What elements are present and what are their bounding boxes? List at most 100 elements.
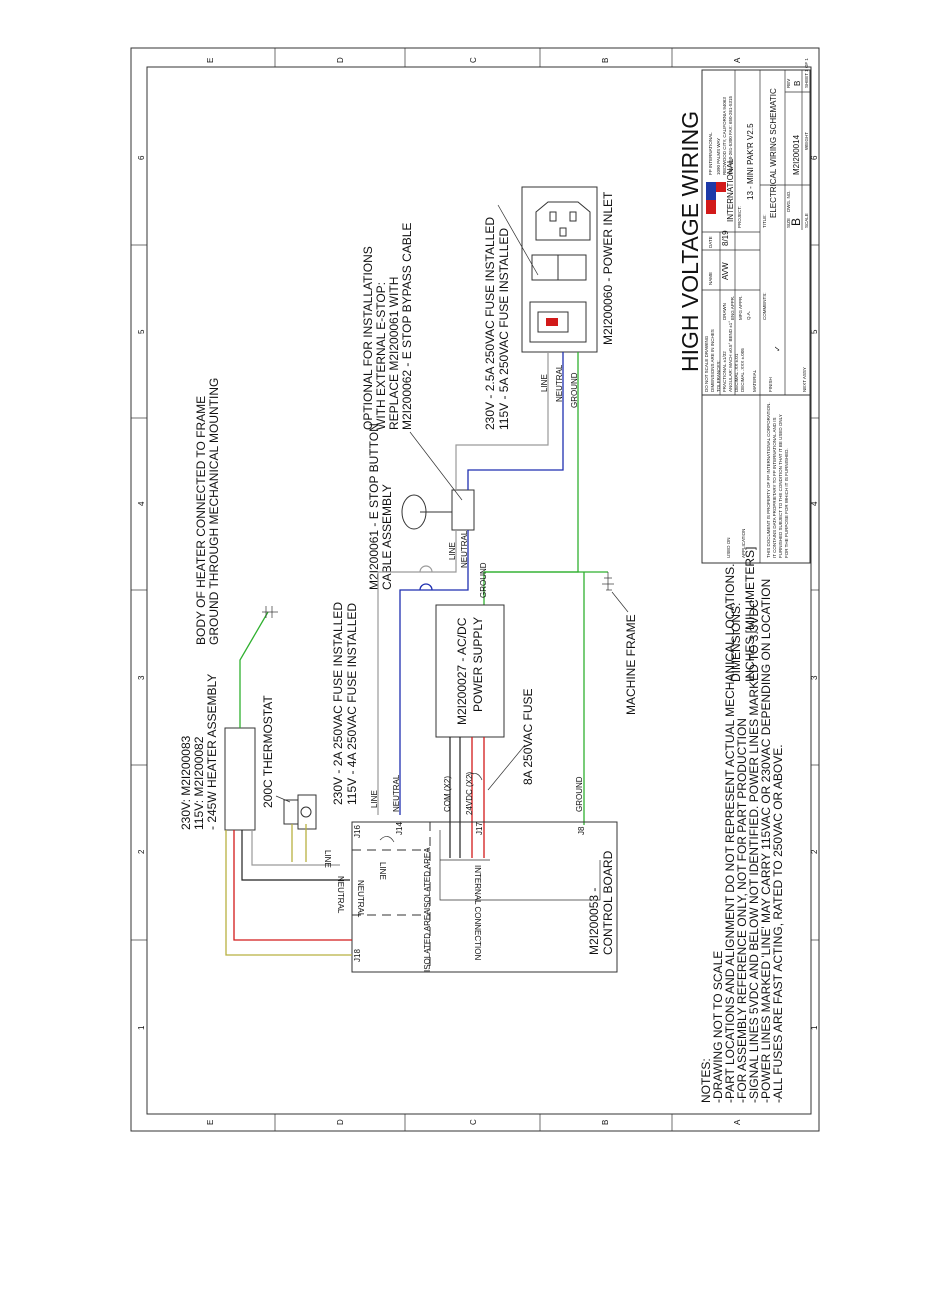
note-line: -SIGNAL LINES 5VDC AND BELOW NOT IDENTIF… (747, 599, 761, 1103)
isolated-area-label: ISOLATED AREA (423, 909, 432, 972)
connector-j16: J16 (353, 825, 362, 838)
wire-label-line: LINE (370, 790, 379, 808)
zone-number: 6 (137, 155, 146, 160)
drawn-name: AVW (721, 262, 730, 280)
note-line: -FOR ASSEMBLY REFERENCE ONLY, NOT FOR PA… (735, 718, 749, 1103)
note-line: -ALL FUSES ARE FAST ACTING, RATED TO 250… (771, 744, 785, 1103)
wire-label-ground: GROUND (479, 562, 488, 598)
name-header: NAME (708, 272, 713, 285)
wire-label-ground: GROUND (575, 776, 584, 812)
wire-crossover (419, 583, 433, 591)
zone-letter: C (469, 1119, 478, 1125)
zone-number: 2 (137, 849, 146, 854)
zone-letter: E (206, 1120, 215, 1125)
wire-label-24v: 24VDC (X2) (465, 772, 474, 815)
board-fuse-symbol (379, 836, 395, 843)
note-line: -DRAWING NOT TO SCALE (711, 951, 725, 1103)
zone-letter: E (206, 58, 215, 63)
inlet-fuse-line1: 230V - 2.5A 250VAC FUSE INSTALLED (483, 217, 497, 430)
note-line: -POWER LINES MARKED 'LINE' MAY CARRY 115… (759, 579, 773, 1103)
heater-label-line1: 230V: M2I200083 (179, 735, 193, 830)
wire-label-neutral: NEUTRAL (392, 774, 401, 812)
company-address2: REDWOOD CITY, CALIFORNIA 94063 (722, 97, 727, 175)
power-supply-label2: POWER SUPPLY (471, 617, 485, 712)
zone-number: 5 (137, 329, 146, 334)
optional-note-line1: OPTIONAL FOR INSTALLATIONS (361, 246, 375, 430)
heater-label-line2: 115V: M2I200082 (192, 736, 206, 830)
zone-ticks (131, 48, 819, 1131)
zone-number: 3 (810, 675, 819, 680)
dimensions-label: DIMENSIONS: (729, 603, 743, 682)
proprietary-line: FURNISHED SUBJECT TO THE CONDITION THAT … (778, 414, 783, 558)
comments-label: COMMENTS: (762, 293, 767, 321)
zone-letter: D (336, 1119, 345, 1125)
zone-letters-top: E D C B A (206, 57, 742, 63)
zone-number: 4 (810, 501, 819, 506)
zone-letter: C (469, 57, 478, 63)
tolerance-line: TOLERANCES: (716, 360, 721, 392)
tolerance-line: FRACTIONAL ±1/32 (722, 351, 727, 392)
optional-note-line2: WITH EXTERNAL E-STOP: (374, 282, 388, 430)
optional-note-line3: REPLACE M2I200061 WITH (387, 277, 401, 430)
heater-assembly: 230V: M2I200083 115V: M2I200082 - 245W H… (179, 674, 256, 831)
rev-value: B (793, 81, 802, 86)
inlet-line-wire (455, 352, 549, 490)
rev-label: REV (786, 79, 791, 88)
next-assy-label: NEXT ASSY (802, 367, 807, 392)
zone-number: 1 (137, 1025, 146, 1030)
power-inlet-label: M2I200060 - POWER INLET (601, 191, 615, 345)
heater-line-wire (251, 830, 340, 866)
control-board-label1: M2I200053 - (587, 888, 601, 955)
wire-label-neutral: NEUTRAL (460, 530, 469, 568)
project-name: 13 - MINI PAK'R V2.5 (746, 123, 755, 200)
zone-letter: B (601, 58, 610, 63)
heater-ground-note2: GROUND THROUGH MECHANICAL MOUNTING (207, 378, 221, 645)
control-board: M2I200053 - CONTROL BOARD ISOLATED AREA … (351, 821, 618, 973)
zone-number: 3 (137, 675, 146, 680)
used-on-label: USED ON (726, 537, 731, 558)
weight-label: WEIGHT (804, 132, 809, 150)
internal-connection-trace (439, 830, 601, 901)
title-block: INTERNATIONAL FP INTERNATIONAL 1090 PALM… (701, 58, 811, 564)
inner-border (146, 66, 812, 1115)
zone-numbers-left: 6 5 4 3 2 1 (137, 155, 146, 1030)
wire-label-line: LINE (540, 374, 549, 392)
logo-brand-text: INTERNATIONAL (726, 158, 735, 222)
zone-letter: A (733, 1119, 742, 1125)
fuse-8a-label: 8A 250VAC FUSE (521, 689, 535, 786)
isolated-area-label: ISOLATED AREA (423, 847, 432, 910)
size-label: SIZE (786, 218, 791, 228)
drawing-title: ELECTRICAL WIRING SCHEMATIC (769, 88, 778, 218)
project-label: PROJECT: (737, 206, 742, 228)
heater-ground-symbol (262, 606, 278, 618)
zone-letter: D (336, 57, 345, 63)
dimensions-units: INCHES [MILLIMETERS] (743, 547, 757, 682)
wire-label-line: LINE (323, 850, 332, 868)
estop-line-wire (377, 530, 457, 815)
material-label: MATERIAL (752, 369, 757, 392)
note-line: -PART LOCATIONS AND ALIGNMENT DO NOT REP… (723, 564, 737, 1103)
company-logo: INTERNATIONAL (706, 158, 735, 222)
tolerance-line: DIMENSIONS ARE IN INCHES (710, 329, 715, 392)
heater-ground-wire (239, 611, 269, 728)
title-label: TITLE: (762, 214, 767, 228)
board-fuse-line1: 230V - 2A 250VAC FUSE INSTALLED (331, 602, 345, 805)
zone-letter: B (601, 1120, 610, 1125)
tolerance-line: ANGULAR: MACH ±0.5° BEND ±1° (728, 321, 733, 392)
connector-j17: J17 (475, 822, 484, 835)
qa-label: Q.A. (746, 311, 751, 320)
wire-label-line: LINE (448, 542, 457, 560)
estop-label-line2: CABLE ASSEMBLY (380, 484, 394, 590)
zone-number: 4 (137, 501, 146, 506)
board-line-label: LINE (378, 862, 387, 880)
outer-border (130, 47, 820, 1132)
notes-block: NOTES: -DRAWING NOT TO SCALE -PART LOCAT… (699, 564, 785, 1103)
company-phone: TEL: 650-261-5300 FAX: 650-261-5315 (728, 95, 733, 175)
wire-label-com: COM (X2) (443, 776, 452, 812)
mfg-appr-label: MFG APPR. (738, 295, 743, 320)
drawn-label: DRAWN (722, 303, 727, 320)
zone-number: 6 (810, 155, 819, 160)
estop-neutral-wire (399, 530, 469, 815)
